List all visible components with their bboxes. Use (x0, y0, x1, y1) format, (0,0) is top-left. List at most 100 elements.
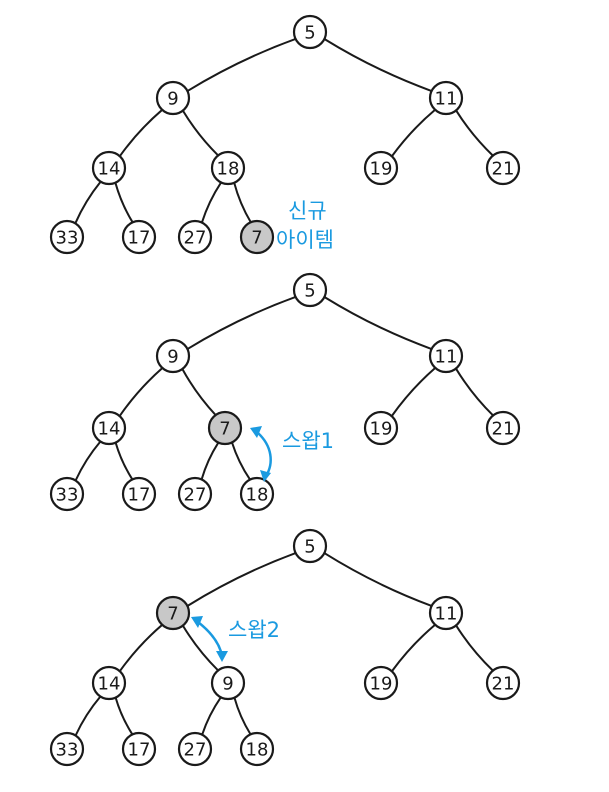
heap-node-circle (292, 272, 328, 308)
heap-node: 5 (292, 14, 328, 50)
heap-node: 27 (177, 476, 213, 512)
heap-node-circle (91, 665, 127, 701)
heap-node-circle (428, 595, 464, 631)
heap-node-highlighted: 7 (239, 219, 275, 255)
heap-node-circle (363, 150, 399, 186)
heap-node-circle (292, 528, 328, 564)
heap-node-value: 11 (435, 604, 458, 625)
heap-node-value: 21 (492, 159, 515, 180)
heap-node: 14 (91, 150, 127, 186)
heap-node-circle (155, 595, 191, 631)
edge-n2-n4 (118, 366, 164, 418)
heap-node: 11 (428, 80, 464, 116)
heap-node: 11 (428, 338, 464, 374)
heap-node: 19 (363, 665, 399, 701)
heap-node-value: 9 (167, 347, 178, 368)
heap-node-value: 27 (184, 740, 207, 761)
heap-node-value: 14 (98, 674, 121, 695)
heap-node: 9 (155, 338, 191, 374)
heap-node: 9 (155, 80, 191, 116)
heap-node-value: 17 (128, 228, 151, 249)
edge-n3-n7 (455, 624, 494, 672)
heap-node: 5 (292, 272, 328, 308)
edge-n3-n7 (455, 109, 494, 157)
heap-node: 11 (428, 595, 464, 631)
swap1-arrow (250, 426, 272, 482)
heap-node: 17 (121, 476, 157, 512)
heap-node-circle (428, 80, 464, 116)
heap-node-circle (210, 665, 246, 701)
heap-node-circle (121, 219, 157, 255)
heap-node-circle (121, 476, 157, 512)
edge-n4-n8 (74, 695, 102, 737)
heap-node-circle (207, 410, 243, 446)
heap-node: 21 (485, 665, 521, 701)
edge-n1-n3 (323, 295, 433, 351)
heap-node-circle (91, 150, 127, 186)
heap-node-value: 9 (222, 674, 233, 695)
swap1-label: 스왑1 (282, 429, 334, 453)
edge-n3-n6 (390, 108, 437, 158)
heap-tree-step-swap2: 5 7 11 14 9 19 21 33 17 27 18 (49, 528, 521, 767)
edge-n5-n10 (201, 696, 222, 736)
heap-node-circle (292, 14, 328, 50)
edge-n3-n6 (390, 366, 437, 418)
edge-n2-n5 (181, 624, 220, 672)
heap-node-circle (239, 476, 275, 512)
heap-node: 33 (49, 476, 85, 512)
heap-node-value: 11 (435, 347, 458, 368)
heap-node-highlighted: 7 (207, 410, 243, 446)
heap-node: 21 (485, 150, 521, 186)
heap-node-value: 11 (435, 89, 458, 110)
swap2-label: 스왑2 (228, 618, 280, 642)
edge-n1-n3 (323, 37, 433, 93)
heap-node: 33 (49, 731, 85, 767)
edge-n5-n10 (200, 181, 223, 224)
heap-node-value: 17 (128, 740, 151, 761)
heap-node: 14 (91, 410, 127, 446)
heap-node-circle (155, 338, 191, 374)
heap-node: 21 (485, 410, 521, 446)
heap-node-value: 19 (370, 159, 393, 180)
edge-n4-n8 (74, 440, 102, 482)
heap-node-circle (121, 731, 157, 767)
edge-n5-n11 (230, 441, 252, 481)
heap-node-circle (428, 338, 464, 374)
heap-node-value: 9 (167, 89, 178, 110)
heap-tree-step-swap1: 5 9 11 14 7 19 21 33 17 27 18 (49, 272, 521, 512)
heap-node-value: 5 (304, 281, 315, 302)
heap-node: 18 (239, 476, 275, 512)
heap-node-value: 19 (370, 419, 393, 440)
heap-node-value: 33 (56, 228, 79, 249)
heap-node-value: 21 (492, 419, 515, 440)
heap-node-value: 7 (167, 604, 178, 625)
heap-node: 9 (210, 665, 246, 701)
edge-n3-n7 (454, 367, 495, 417)
edge-n1-n2 (186, 552, 297, 607)
heap-node: 17 (121, 219, 157, 255)
heap-node-circle (49, 476, 85, 512)
heap-node-value: 5 (304, 537, 315, 558)
heap-node-value: 18 (246, 485, 269, 506)
heap-node: 33 (49, 219, 85, 255)
heap-node: 18 (210, 150, 246, 186)
edge-n1-n3 (323, 552, 433, 607)
heap-node-circle (239, 731, 275, 767)
heap-node-circle (485, 665, 521, 701)
edge-n2-n5 (181, 109, 220, 157)
heap-node-value: 14 (98, 419, 121, 440)
edge-n2-n5 (181, 367, 217, 417)
new-item-label-line2: 아이템 (276, 228, 334, 252)
edge-n1-n2 (186, 295, 297, 351)
heap-node: 14 (91, 665, 127, 701)
heap-node: 5 (292, 528, 328, 564)
heap-node-value: 7 (219, 419, 230, 440)
edge-n4-n9 (114, 441, 134, 481)
edge-n3-n6 (390, 623, 437, 673)
heap-node-circle (363, 665, 399, 701)
edge-n5-n11 (233, 696, 252, 736)
heap-node: 18 (239, 731, 275, 767)
edge-n4-n8 (74, 180, 102, 225)
